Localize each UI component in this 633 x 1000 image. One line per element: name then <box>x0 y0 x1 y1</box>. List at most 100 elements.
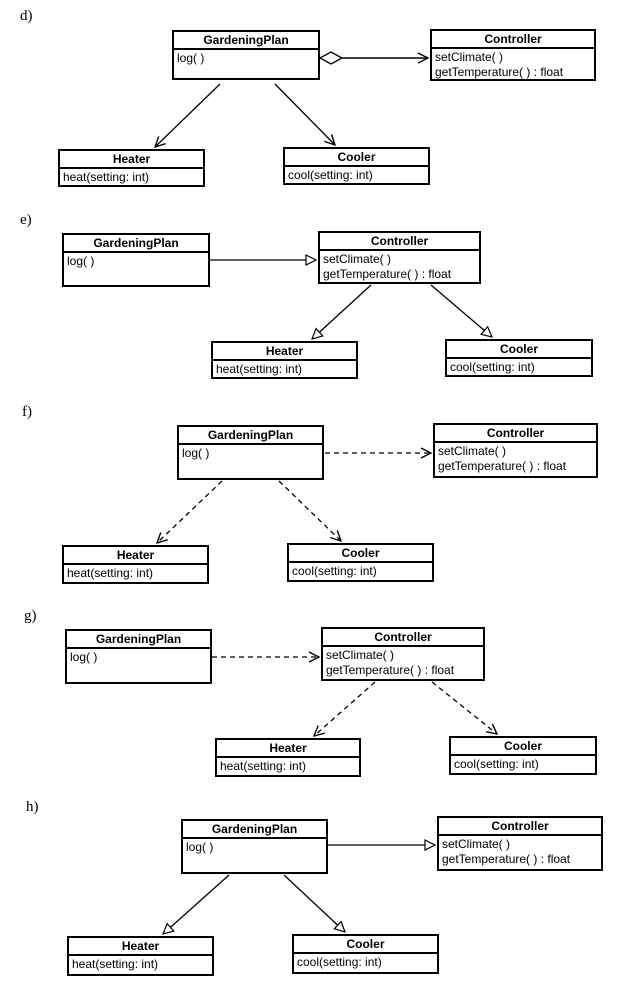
operation: setClimate( ) <box>442 837 511 851</box>
class-box-heater: Heater heat(setting: int) <box>67 936 214 976</box>
class-name: Cooler <box>451 738 595 756</box>
class-operations: cool(setting: int) <box>447 359 591 376</box>
operation: setClimate( ) <box>435 50 504 64</box>
class-name: GardeningPlan <box>183 821 326 839</box>
generalization-line <box>430 284 492 337</box>
class-operations: log( ) <box>179 445 322 462</box>
class-operations: log( ) <box>64 253 208 270</box>
generalization-line <box>312 284 372 339</box>
class-name: Controller <box>435 425 596 443</box>
panel-label-h: h) <box>26 799 39 815</box>
operation: cool(setting: int) <box>292 564 377 578</box>
class-name: Controller <box>323 629 483 647</box>
class-box-heater: Heater heat(setting: int) <box>215 738 361 777</box>
edges-panel-d <box>155 51 428 147</box>
edges-panel-e <box>210 260 492 339</box>
operation: setClimate( ) <box>323 252 392 266</box>
class-box-controller: Controller setClimate( )getTemperature( … <box>318 231 481 284</box>
panel-label-d: d) <box>20 8 33 24</box>
class-name: Cooler <box>289 545 432 563</box>
dependency-line <box>314 681 376 736</box>
operation: cool(setting: int) <box>297 955 382 969</box>
generalization-line <box>163 874 230 934</box>
operation: getTemperature( ) : float <box>438 459 567 473</box>
class-name: Cooler <box>447 341 591 359</box>
class-operations: setClimate( )getTemperature( ) : float <box>432 49 594 81</box>
edges-panel-g <box>212 657 497 736</box>
dependency-line <box>431 681 497 734</box>
operation: getTemperature( ) : float <box>326 663 455 677</box>
class-box-gardeningplan: GardeningPlan log( ) <box>62 233 210 287</box>
class-operations: cool(setting: int) <box>289 563 432 580</box>
class-box-cooler: Cooler cool(setting: int) <box>287 543 434 582</box>
class-box-gardeningplan: GardeningPlan log( ) <box>65 629 212 684</box>
class-box-heater: Heater heat(setting: int) <box>58 149 205 187</box>
class-operations: setClimate( )getTemperature( ) : float <box>323 647 483 679</box>
operation: heat(setting: int) <box>72 957 159 971</box>
class-name: GardeningPlan <box>64 235 208 253</box>
aggregation-diamond <box>318 51 344 65</box>
class-name: GardeningPlan <box>67 631 210 649</box>
edges-panel-f <box>157 453 431 543</box>
class-box-gardeningplan: GardeningPlan log( ) <box>172 30 320 80</box>
panel-label-f: f) <box>22 404 32 420</box>
class-name: GardeningPlan <box>179 427 322 445</box>
class-name: Heater <box>64 547 207 565</box>
operation: cool(setting: int) <box>288 168 373 182</box>
panel-label-g: g) <box>24 608 37 624</box>
operation: heat(setting: int) <box>63 170 150 184</box>
panel-label-e: e) <box>20 212 32 228</box>
class-operations: setClimate( )getTemperature( ) : float <box>435 443 596 475</box>
operation: getTemperature( ) : float <box>435 65 564 79</box>
class-name: Controller <box>439 818 601 836</box>
class-box-controller: Controller setClimate( )getTemperature( … <box>433 423 598 478</box>
class-name: Heater <box>69 938 212 956</box>
class-operations: setClimate( )getTemperature( ) : float <box>439 836 601 868</box>
class-name: GardeningPlan <box>174 32 318 50</box>
operation: cool(setting: int) <box>450 360 535 374</box>
generalization-line <box>283 874 345 932</box>
operation: heat(setting: int) <box>216 362 303 376</box>
operation: setClimate( ) <box>326 648 395 662</box>
class-box-heater: Heater heat(setting: int) <box>211 341 358 379</box>
class-box-controller: Controller setClimate( )getTemperature( … <box>437 816 603 871</box>
class-operations: log( ) <box>67 649 210 666</box>
class-box-cooler: Cooler cool(setting: int) <box>445 339 593 377</box>
dependency-line <box>278 480 341 541</box>
operation: getTemperature( ) : float <box>442 852 571 866</box>
class-operations: heat(setting: int) <box>217 758 359 775</box>
operation: heat(setting: int) <box>220 759 307 773</box>
association-line <box>155 83 221 147</box>
operation: log( ) <box>177 51 205 65</box>
edges-panel-h <box>163 845 435 934</box>
class-box-cooler: Cooler cool(setting: int) <box>292 934 439 974</box>
class-operations: heat(setting: int) <box>69 956 212 973</box>
class-box-gardeningplan: GardeningPlan log( ) <box>181 819 328 874</box>
class-operations: cool(setting: int) <box>285 167 428 184</box>
class-box-gardeningplan: GardeningPlan log( ) <box>177 425 324 480</box>
operation: getTemperature( ) : float <box>323 267 452 281</box>
class-operations: heat(setting: int) <box>64 565 207 582</box>
class-operations: setClimate( )getTemperature( ) : float <box>320 251 479 283</box>
operation: log( ) <box>186 840 214 854</box>
class-name: Heater <box>217 740 359 758</box>
class-box-controller: Controller setClimate( )getTemperature( … <box>430 29 596 81</box>
class-operations: heat(setting: int) <box>60 169 203 186</box>
association-line <box>274 83 335 145</box>
class-name: Controller <box>432 31 594 49</box>
class-box-cooler: Cooler cool(setting: int) <box>283 147 430 185</box>
operation: log( ) <box>67 254 95 268</box>
operation: log( ) <box>70 650 98 664</box>
class-operations: log( ) <box>183 839 326 856</box>
class-operations: heat(setting: int) <box>213 361 356 378</box>
class-name: Controller <box>320 233 479 251</box>
class-name: Heater <box>60 151 203 169</box>
class-operations: cool(setting: int) <box>294 954 437 971</box>
class-box-controller: Controller setClimate( )getTemperature( … <box>321 627 485 681</box>
operation: cool(setting: int) <box>454 757 539 771</box>
class-box-cooler: Cooler cool(setting: int) <box>449 736 597 775</box>
operation: log( ) <box>182 446 210 460</box>
class-name: Heater <box>213 343 356 361</box>
operation: heat(setting: int) <box>67 566 154 580</box>
